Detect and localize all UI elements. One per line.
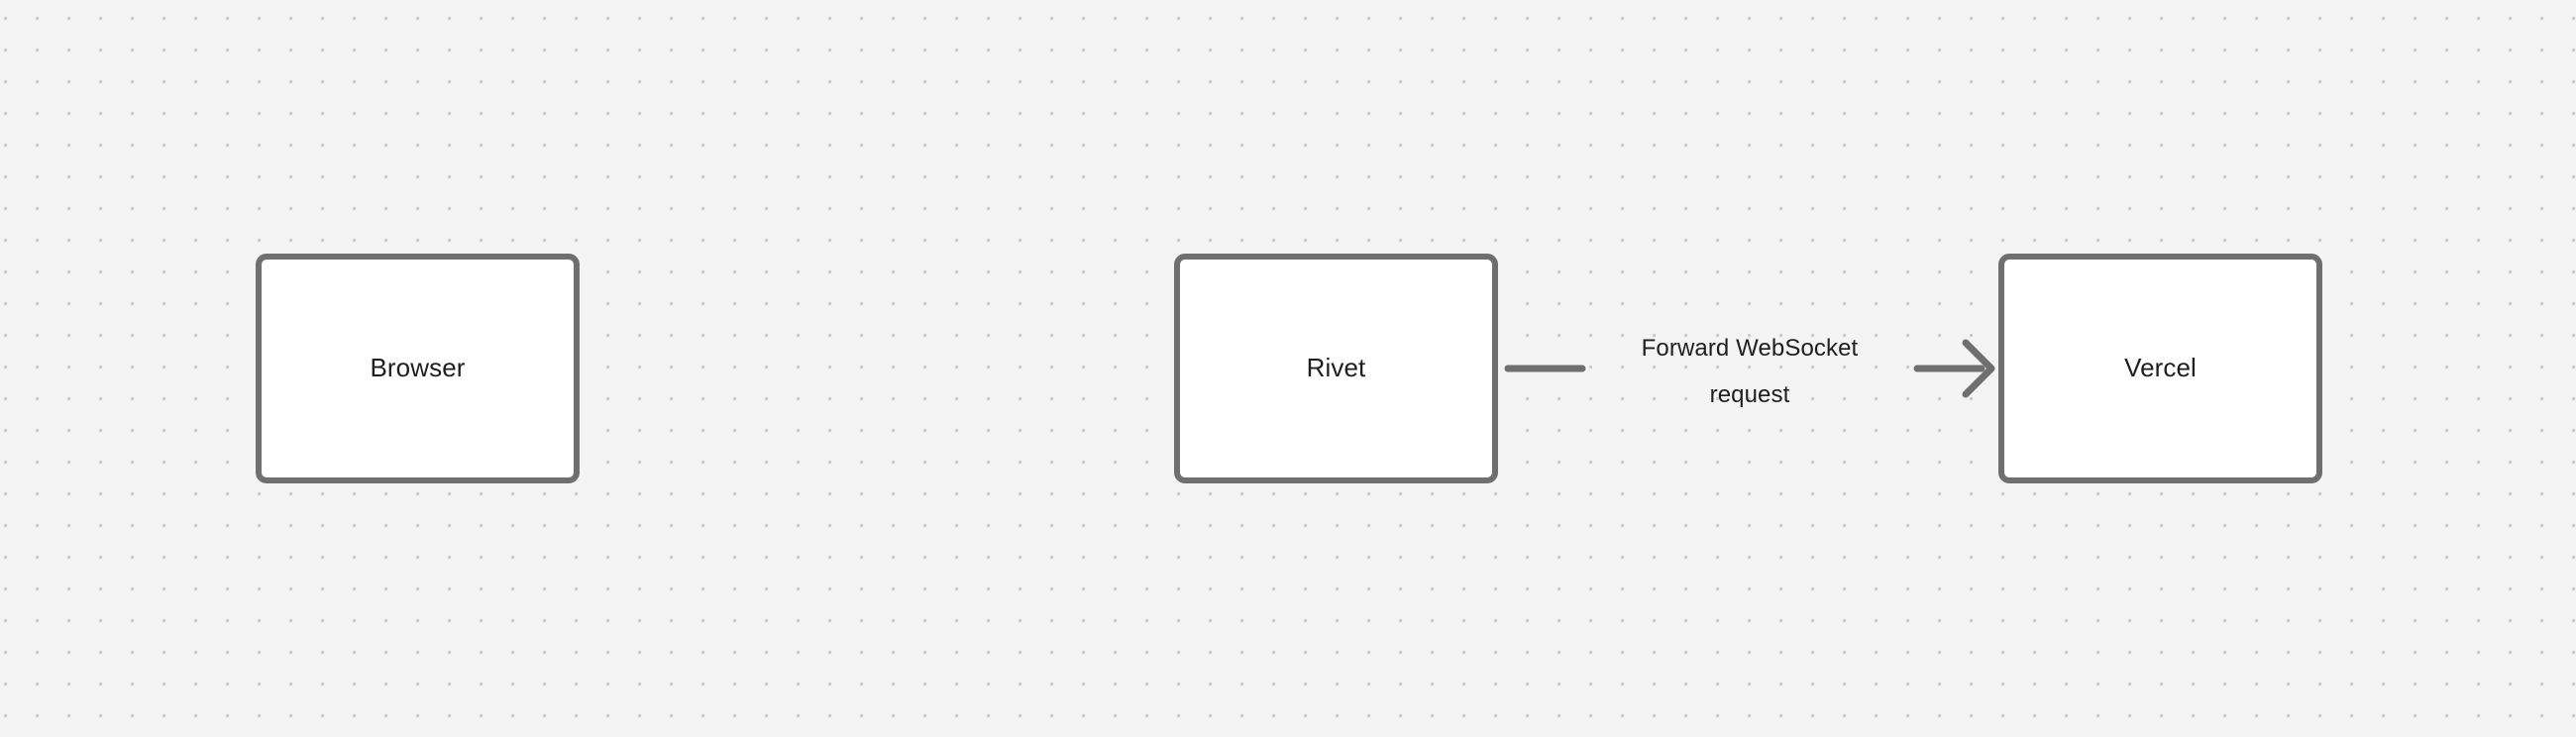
edge-label-line-2: request bbox=[1709, 381, 1790, 408]
arrow-head-icon bbox=[1962, 339, 1995, 398]
node-rivet[interactable]: Rivet bbox=[1174, 254, 1498, 483]
node-vercel-label: Vercel bbox=[2124, 353, 2197, 383]
node-rivet-label: Rivet bbox=[1306, 353, 1366, 383]
node-browser[interactable]: Browser bbox=[256, 254, 580, 483]
node-browser-label: Browser bbox=[370, 353, 466, 383]
edge-label-line-1: Forward WebSocket bbox=[1641, 335, 1859, 362]
node-vercel[interactable]: Vercel bbox=[1998, 254, 2322, 483]
edge-label-forward-websocket-request: Forward WebSocket request bbox=[1585, 325, 1914, 418]
